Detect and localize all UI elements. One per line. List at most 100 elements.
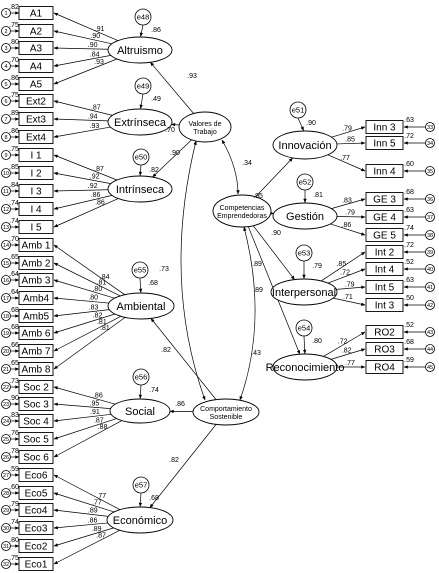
loading-arrow: [53, 189, 109, 193]
error-weight: .74: [9, 519, 19, 526]
loading-value: .90: [88, 42, 98, 49]
error-circle: [425, 122, 435, 132]
observed-box: [18, 380, 54, 394]
structural-arrow: [149, 424, 217, 508]
observed-label: I 1: [30, 151, 42, 162]
error-id: 24: [3, 419, 9, 425]
latent-ellipse: [272, 353, 338, 381]
error-circle: [425, 247, 435, 257]
loading-arrow: [53, 413, 112, 423]
observed-box: [18, 256, 54, 270]
residual-circle: [132, 148, 150, 166]
error-id: 10: [3, 171, 9, 177]
observed-box: [365, 210, 404, 224]
error-weight: .75: [9, 146, 19, 153]
loading-arrow: [53, 46, 109, 50]
loading-arrow: [53, 126, 111, 139]
error-id: 25: [3, 437, 9, 443]
error-id: 20: [3, 349, 9, 355]
error-circle: [425, 264, 435, 274]
error-id: 32: [3, 562, 9, 568]
structural-arrow: [171, 123, 180, 127]
loading-arrow: [53, 402, 111, 409]
latent-label: Altruismo: [117, 45, 163, 57]
observed-label: Soc 5: [23, 435, 49, 446]
error-circle: [1, 452, 11, 462]
second-order-label: Emprendedoras: [217, 213, 267, 220]
loading-arrow: [336, 285, 366, 290]
loading-value: .84: [100, 274, 110, 281]
loading-value: .85: [336, 261, 346, 268]
observed-label: Eco4: [25, 506, 48, 517]
error-circle: [425, 300, 435, 310]
error-weight: .52: [404, 259, 414, 266]
error-circle: [1, 204, 11, 214]
structural-coef: .89: [252, 261, 262, 268]
loading-value: .92: [90, 174, 100, 181]
observed-label: Amb 2: [22, 259, 51, 270]
residual-label: e50: [135, 153, 148, 162]
residual-circle: [289, 101, 307, 119]
error-circle: [1, 114, 11, 124]
observed-box: [18, 112, 54, 126]
loading-value: .89: [88, 508, 98, 515]
second-order-label: Valores de: [189, 121, 222, 128]
loading-arrow: [331, 198, 366, 209]
observed-label: GE 5: [373, 231, 396, 242]
error-id: 37: [427, 215, 433, 221]
error-id: 31: [3, 544, 9, 550]
loading-arrow: [53, 195, 113, 210]
loading-value: .93: [94, 59, 104, 66]
error-weight: .74: [9, 218, 19, 225]
error-id: 45: [427, 365, 433, 371]
observed-box: [18, 468, 54, 482]
loading-value: .83: [89, 304, 99, 311]
error-id: 43: [427, 330, 433, 336]
error-circle: [1, 399, 11, 409]
error-id: 13: [3, 225, 9, 231]
error-weight: .74: [404, 225, 414, 232]
path-labels: 1.82A1.912.75A2.903.80A3.904.70A4.845.86…: [3, 4, 433, 571]
error-circle: [425, 212, 435, 222]
error-circle: [1, 26, 11, 36]
error-id: 6: [4, 99, 7, 105]
latent-label: Social: [125, 406, 155, 418]
covariance-value: .43: [251, 350, 261, 357]
error-weight: .85: [9, 164, 19, 171]
error-weight: .66: [9, 342, 19, 349]
loading-arrow: [53, 58, 118, 85]
observed-label: Soc 4: [23, 417, 49, 428]
loading-arrow: [53, 30, 112, 45]
observed-label: A4: [30, 62, 43, 73]
structural-arrow: [150, 61, 194, 114]
error-weight: .68: [404, 189, 414, 196]
error-circle: [1, 346, 11, 356]
error-weight: .63: [404, 117, 414, 124]
observed-label: Eco5: [25, 489, 48, 500]
error-weight: .72: [404, 242, 414, 249]
loading-value: .86: [95, 199, 105, 206]
error-circle: [425, 194, 435, 204]
observed-box: [365, 298, 404, 312]
error-id: 44: [427, 347, 433, 353]
error-weight: .68: [9, 307, 19, 314]
error-weight: .59: [404, 357, 414, 364]
loading-arrow: [330, 223, 366, 236]
error-weight: .84: [9, 182, 19, 189]
structural-arrow: [255, 157, 293, 198]
latent-ellipse: [107, 36, 173, 64]
loading-value: .79: [345, 281, 355, 288]
structural-coef: .82: [161, 347, 171, 354]
observed-box: [18, 486, 54, 500]
error-circle: [425, 230, 435, 240]
r-squared: .80: [312, 338, 322, 345]
error-weight: .50: [404, 295, 414, 302]
observed-label: Amb5: [23, 312, 50, 323]
error-id: 34: [427, 141, 433, 147]
loading-arrow: [53, 55, 111, 67]
observed-label: GE 4: [373, 213, 396, 224]
observed-box: [18, 309, 54, 323]
structural-arrow: [152, 139, 192, 178]
loading-arrow: [53, 420, 123, 458]
error-weight: .68: [404, 339, 414, 346]
